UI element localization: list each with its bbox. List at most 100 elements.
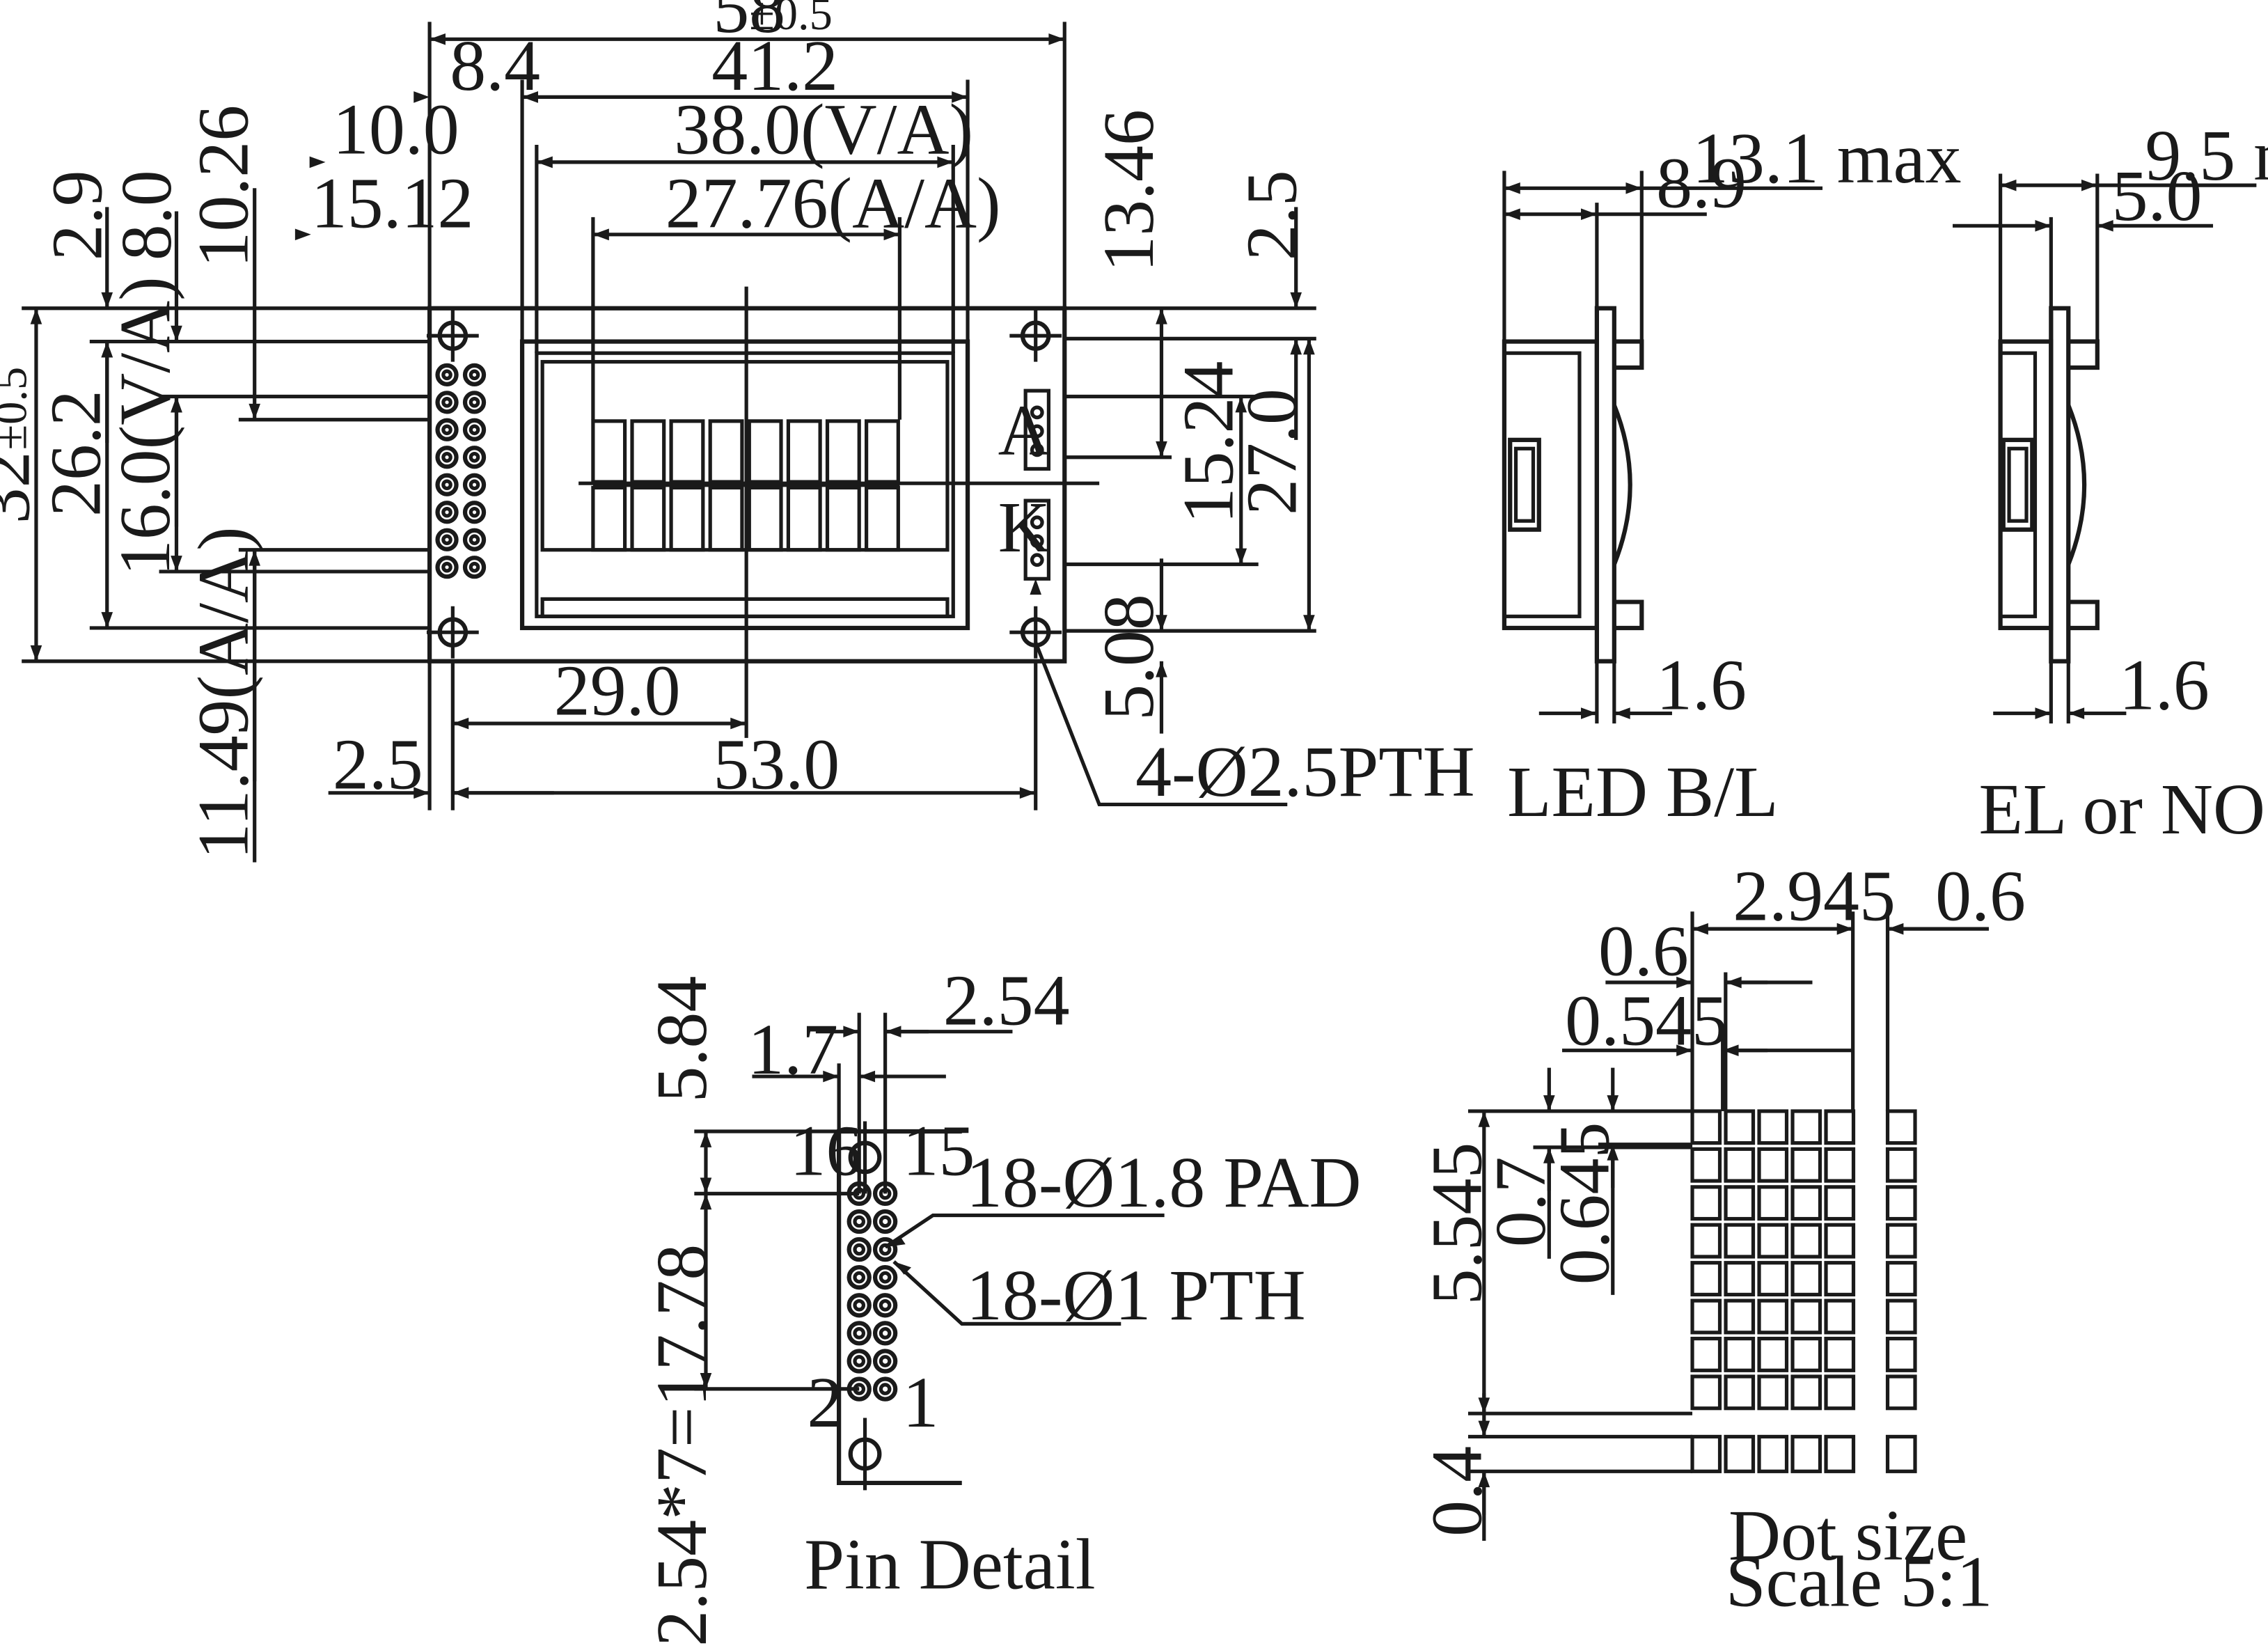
dot (1790, 1336, 1822, 1372)
dot (1724, 1185, 1756, 1221)
pin-pad (462, 391, 487, 414)
dimension-arrowhead (730, 717, 747, 730)
dot (1757, 1261, 1789, 1297)
dimension-arrowhead (1625, 182, 1642, 194)
el-caption: EL or NO B/L (1978, 769, 2268, 849)
dot-next-char (1885, 1298, 1917, 1335)
cursor-dot (1824, 1434, 1856, 1473)
dim-va-height: 16.0(V/A) (105, 276, 185, 576)
side-view-led: 13.1 max 8.9 1.6 LED B/L (1502, 118, 1962, 832)
char-cell-bottom (786, 485, 822, 552)
dimension-arrowhead (1581, 707, 1597, 719)
hole-spec: 4-Ø2.5PTH (1135, 732, 1475, 812)
dimension-arrowhead (700, 1373, 712, 1389)
led-body-inner (1502, 351, 1582, 618)
dot-extension-lines (1467, 911, 1890, 1473)
el-component-arc (2066, 404, 2087, 565)
pin-hole (879, 1271, 892, 1284)
pin-hole (468, 451, 480, 463)
dot (1724, 1336, 1756, 1372)
dimension-arrowhead (2068, 707, 2085, 719)
dimension-arrowhead (1030, 579, 1042, 595)
dimension-arrowhead (249, 403, 261, 420)
cursor-dot (1757, 1434, 1789, 1473)
dimension-arrowhead (414, 91, 430, 103)
dimension-arrowhead (1290, 292, 1302, 308)
pin-pitch: 2.54 (943, 960, 1070, 1040)
char-cell-bottom (669, 485, 705, 552)
pin-hole (879, 1298, 892, 1312)
pin-hole (468, 479, 480, 491)
pin-hole (441, 534, 452, 546)
dimension-arrowhead (101, 612, 113, 628)
dot-next-char (1885, 1374, 1917, 1411)
pin-pad (462, 446, 487, 469)
pin-hole (853, 1271, 866, 1284)
dim-hole-pitch-v: 27.0 (1232, 389, 1312, 515)
dim-center-offset: 29.0 (554, 651, 681, 731)
dot (1690, 1374, 1722, 1411)
dot-next-char (1885, 1109, 1917, 1145)
pin-hole (853, 1298, 866, 1312)
dimension-arrowhead (1156, 441, 1167, 457)
led-body (1502, 339, 1600, 631)
pad-leader (884, 1213, 1165, 1249)
led-lcd-slot-inner (1513, 446, 1536, 523)
pin-board-edge (837, 1129, 962, 1486)
dot (1724, 1374, 1756, 1411)
dot (1824, 1336, 1856, 1372)
pin-hole (853, 1355, 866, 1367)
dot-next-char (1885, 1147, 1917, 1183)
dimension-arrowhead (700, 1131, 712, 1147)
dot (1724, 1298, 1756, 1335)
dot (1790, 1147, 1822, 1183)
char-cell-top (669, 419, 705, 484)
dimension-arrowhead (592, 228, 609, 241)
pin-pad (462, 418, 487, 441)
cursor-dot-next-char (1885, 1434, 1917, 1473)
dimension-arrowhead (1543, 1095, 1555, 1111)
pin-pad (846, 1321, 872, 1346)
pin-detail-view: 2.54 1.7 5.84 2.54*7=17.78 16 15 2 1 18-… (642, 960, 1362, 1646)
pin-pad (435, 528, 459, 551)
dimension-arrowhead (452, 787, 469, 799)
dimension-arrowhead (309, 156, 326, 168)
pin-total-span: 2.54*7=17.78 (642, 1244, 722, 1647)
dot (1724, 1261, 1756, 1297)
led-caption: LED B/L (1507, 752, 1778, 832)
dim-overall-height-tol: ±0.5 (0, 367, 36, 450)
dimension-arrowhead (937, 156, 954, 168)
dimension-arrowhead (1504, 182, 1520, 194)
el-pcb-thickness: 1.6 (2119, 645, 2210, 725)
el-dimension-arrows (1953, 179, 2257, 719)
front-dimension-arrows (30, 33, 1315, 863)
pin-hole (468, 369, 480, 381)
dim-top-to-aa: 10.26 (183, 105, 263, 268)
dim-hole-pitch-h: 53.0 (713, 725, 840, 805)
dimension-arrowhead (1156, 308, 1167, 324)
pin-15-label: 15 (903, 1111, 975, 1191)
led-anode-connector (1023, 389, 1051, 471)
dot (1757, 1374, 1789, 1411)
el-lcd-slot (2001, 437, 2035, 532)
dot (1690, 1261, 1722, 1297)
pin-pad (462, 501, 487, 524)
dot (1724, 1147, 1756, 1183)
dot (1824, 1261, 1856, 1297)
dimension-arrowhead (823, 1070, 840, 1083)
pin-col-offset: 1.7 (748, 1010, 838, 1090)
pin-1-label: 1 (903, 1363, 939, 1443)
dot (1790, 1261, 1822, 1297)
dot-size-view: 2.945 0.6 0.6 0.545 5.545 0.7 0.645 0.4 … (1417, 856, 2026, 1622)
el-pcb (2049, 306, 2071, 664)
char-cell-top (747, 419, 783, 484)
dimension-arrowhead (859, 1070, 876, 1083)
dot (1757, 1147, 1789, 1183)
pth-leader (892, 1260, 1121, 1326)
dimension-arrowhead (1581, 208, 1597, 221)
dim-bottom-to-led: 5.08 (1089, 594, 1169, 721)
dimension-arrowhead (2081, 179, 2097, 191)
cursor-dot (1724, 1434, 1756, 1473)
pad-spec: 18-Ø1.8 PAD (966, 1143, 1362, 1223)
led-dimension-arrows (1504, 182, 1823, 719)
